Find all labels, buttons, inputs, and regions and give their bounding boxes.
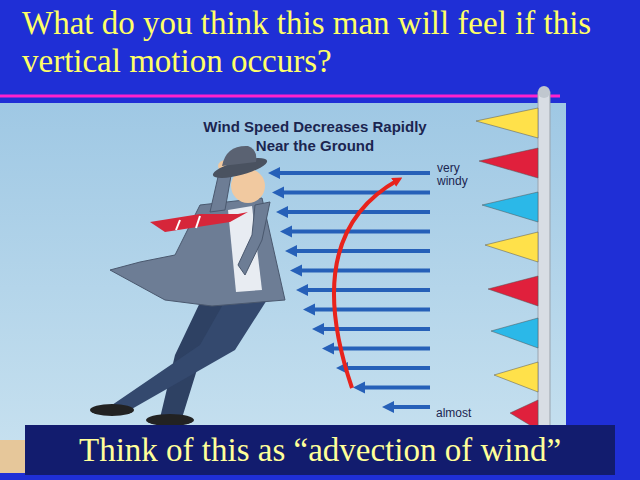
wind-note: almost [436,407,496,420]
flag [482,192,538,222]
wind-arrowhead [322,343,334,355]
wind-arrow [304,288,430,292]
flag [488,276,538,306]
flag [494,362,538,392]
caption-box: Think of this as “advection of wind” [25,425,615,475]
slide-caption: Think of this as “advection of wind” [79,430,640,470]
wind-heading: Wind Speed Decreases Rapidly Near the Gr… [185,117,445,155]
wind-arrowhead [312,323,324,335]
wind-arrowhead [272,187,284,199]
wind-arrow [344,366,430,370]
wind-arrowhead [382,401,394,413]
wind-arrowhead [268,167,280,179]
wind-arrow [288,230,430,234]
wind-arrowhead [280,226,292,238]
wind-arrow [311,308,430,312]
wind-arrowhead [290,265,302,277]
wind-arrow [361,386,430,390]
wind-arrow [293,249,430,253]
wind-arrow [390,405,430,409]
flag [479,148,538,178]
flag [476,108,538,138]
wind-arrowhead [303,304,315,316]
wind-arrowhead [276,206,288,218]
wind-arrow [280,191,430,195]
wind-arrow [298,269,430,273]
wind-note: very windy [437,162,485,188]
flag [491,318,538,348]
wind-arrowhead [353,382,365,394]
flag [485,232,538,262]
wind-arrowhead [296,284,308,296]
wind-arrow [330,347,430,351]
wind-arrowhead [285,245,297,257]
slide-title: What do you think this man will feel if … [22,4,612,80]
wind-arrow [276,171,430,175]
